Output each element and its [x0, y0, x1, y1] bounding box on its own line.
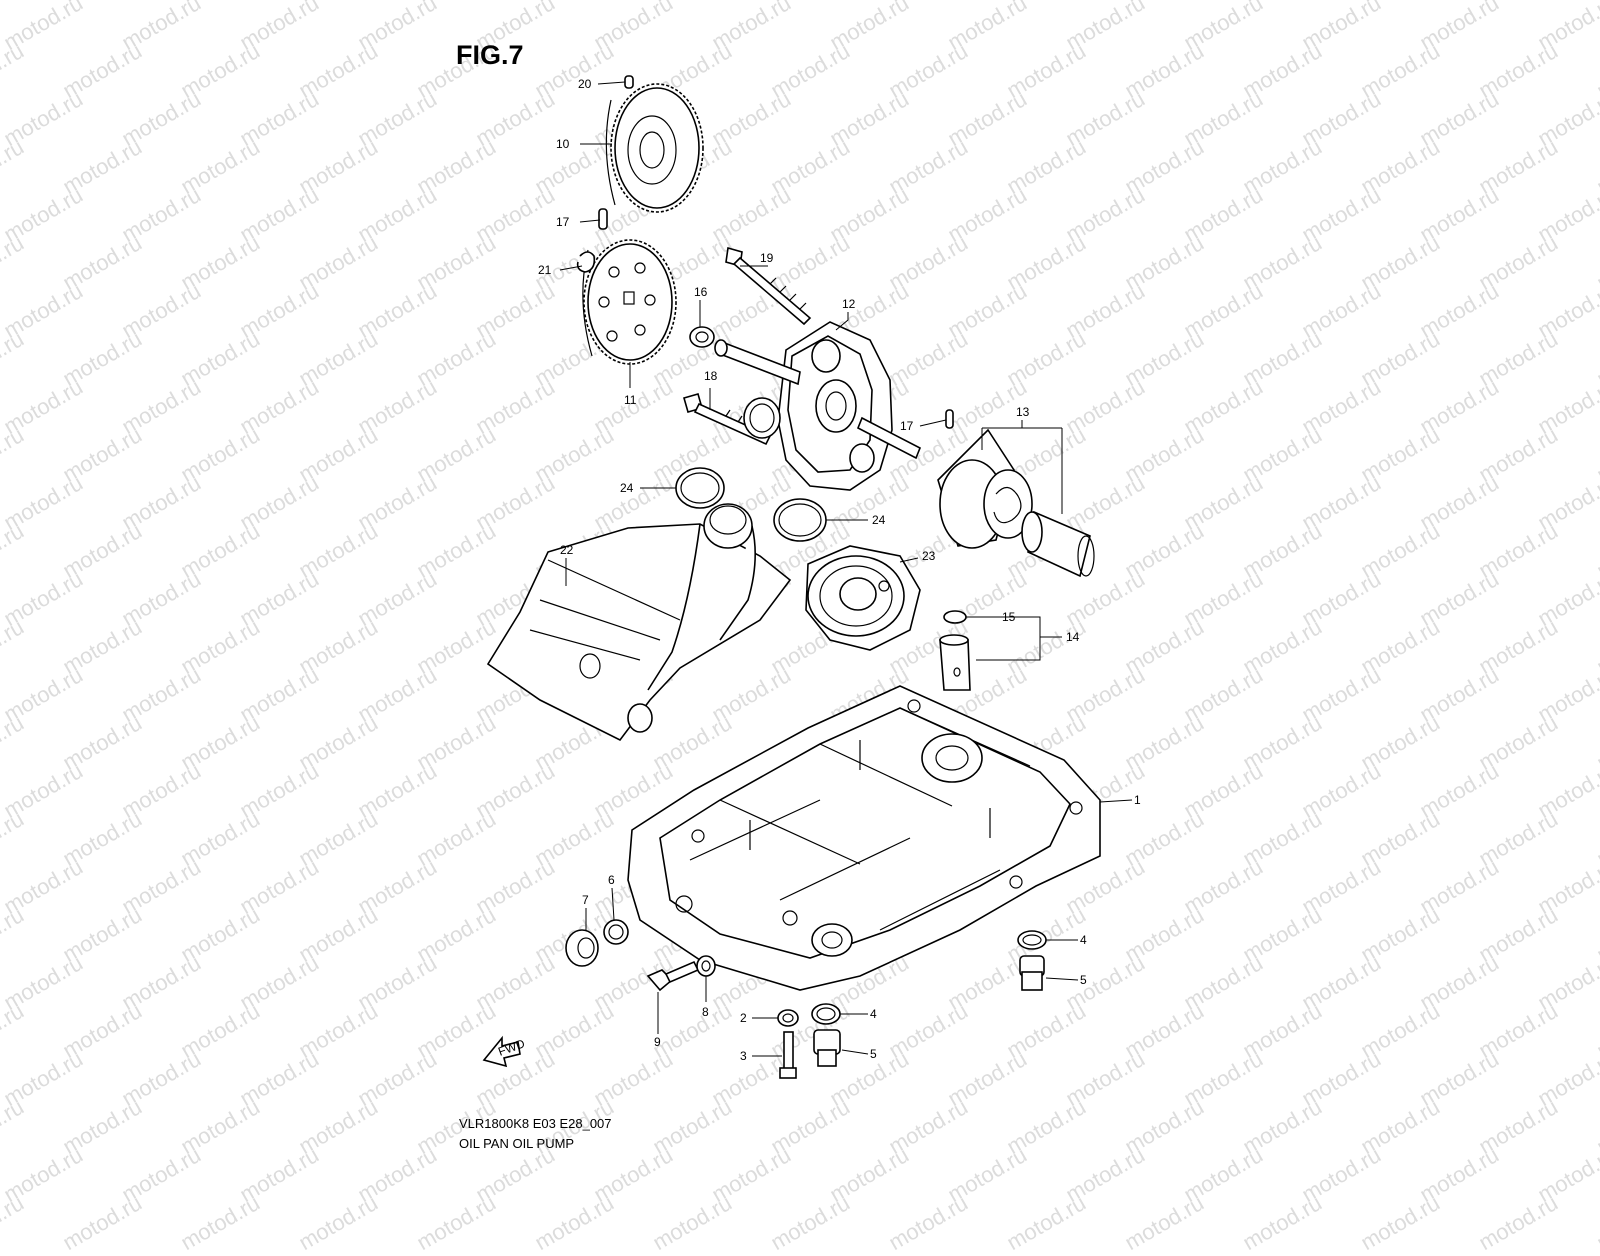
callout-8: 8: [702, 1005, 709, 1019]
callout-18: 18: [704, 369, 718, 383]
figure-title: FIG.7: [456, 40, 524, 70]
drain-plug-part-7: [565, 929, 599, 967]
bolt-part-19: [725, 246, 812, 326]
callout-5: 5: [1080, 973, 1087, 987]
gasket-part-4-lower: [811, 1003, 841, 1025]
circlip-part-21: [576, 251, 596, 273]
callout-24: 24: [620, 481, 634, 495]
pin-part-20: [624, 75, 634, 89]
model-code: VLR1800K8 E03 E28_007: [459, 1116, 612, 1131]
callout-14: 14: [1066, 630, 1080, 644]
callout-22: 22: [560, 543, 574, 557]
callout-1: 1: [1134, 793, 1141, 807]
pin-part-17-lower: [945, 409, 954, 429]
o-ring-part-24-left: [675, 467, 725, 509]
callout-5: 5: [870, 1047, 877, 1061]
oil-strainer-part-23: [805, 545, 921, 651]
washer-part-2: [777, 1009, 799, 1027]
exploded-parts-diagram: FWD 20 10 17 21 19: [482, 75, 1141, 1079]
bolt-part-9: [646, 960, 700, 992]
washer-part-16: [689, 326, 715, 348]
callout-12: 12: [842, 297, 856, 311]
callout-13: 13: [1016, 405, 1030, 419]
leader-lines: [559, 81, 1133, 1057]
callout-11: 11: [624, 393, 637, 407]
callout-23: 23: [922, 549, 936, 563]
callout-4: 4: [870, 1007, 877, 1021]
gasket-part-4-upper: [1017, 930, 1047, 950]
callout-24: 24: [872, 513, 886, 527]
gasket-part-6: [603, 919, 629, 945]
callout-17: 17: [556, 215, 570, 229]
o-ring-part-15: [943, 610, 967, 624]
callout-7: 7: [582, 893, 589, 907]
figure-caption: OIL PAN OIL PUMP: [459, 1136, 575, 1151]
pipe-part-14: [939, 634, 971, 691]
drive-gear-part-11: [582, 239, 677, 365]
callout-20: 20: [578, 77, 592, 91]
callout-4: 4: [1080, 933, 1087, 947]
plug-part-5-upper: [1019, 955, 1045, 991]
pin-part-17-upper: [598, 208, 608, 230]
callout-6: 6: [608, 873, 615, 887]
callout-17: 17: [900, 419, 914, 433]
callout-9: 9: [654, 1035, 661, 1049]
driven-gear-part-10: [605, 83, 704, 213]
oil-pump-part-12: [714, 321, 922, 491]
oil-pan-part-1: [627, 685, 1101, 991]
rotor-set-part-13: [937, 428, 1095, 578]
callout-3: 3: [740, 1049, 747, 1063]
forward-direction-arrow: FWD: [482, 1035, 527, 1068]
bolt-part-3: [779, 1031, 797, 1079]
callout-10: 10: [556, 137, 570, 151]
o-ring-part-24-right: [773, 498, 827, 542]
callout-labels: 20 10 17 21 19 16 12 11 18 17 13 24 24 2…: [538, 77, 1141, 1063]
washer-part-8: [696, 955, 716, 977]
callout-2: 2: [740, 1011, 747, 1025]
plug-part-5-lower: [813, 1029, 841, 1067]
callout-19: 19: [760, 251, 774, 265]
callout-21: 21: [538, 263, 552, 277]
callout-15: 15: [1002, 610, 1016, 624]
callout-16: 16: [694, 285, 708, 299]
baffle-plate-part-22: [486, 503, 792, 742]
